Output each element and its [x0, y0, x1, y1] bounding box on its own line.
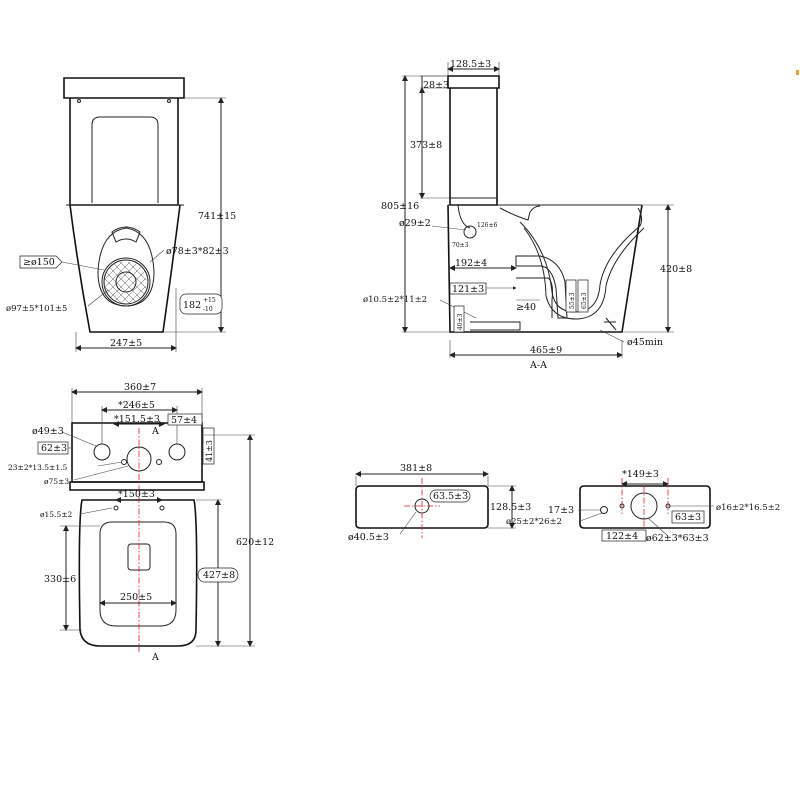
lid-offset-label: 63.5±3 [433, 491, 468, 502]
lid-depth-label: 128.5±3 [490, 502, 531, 513]
section-tank-height-label: 373±8 [410, 140, 442, 151]
tank-top-outline [579, 485, 711, 529]
lid-view: 381±8 63.5±3 128.5±3 ø40.5±3 [348, 463, 531, 543]
front-clearance-label: ≥ø150 [23, 257, 55, 268]
top-length-620: 620±12 [236, 537, 274, 548]
section-bowl-wall [523, 227, 645, 320]
front-height-label: 741±15 [198, 211, 236, 222]
section-bolt-hole-label: ø10.5±2*11±2 [363, 295, 427, 305]
section-length-label: 465±9 [530, 345, 562, 356]
front-outlet-height-main: 182 [183, 300, 201, 311]
front-outlet-hatch [104, 261, 147, 304]
top-tank-base [69, 481, 205, 491]
edge-mark [796, 70, 799, 75]
front-tank-screw-right [167, 99, 171, 103]
tank-top-hole-62: ø62±3*63±3 [646, 533, 709, 544]
section-outlet-min-label: ø45min [627, 337, 663, 348]
tank-top-dim-17: 17±3 [548, 505, 574, 516]
front-outlet-inner [103, 259, 149, 305]
top-hole-15: ø15.5±2 [40, 510, 72, 519]
front-tank-body [69, 98, 179, 206]
top-cut-label-top: A [151, 426, 159, 437]
tank-top-hole-16: ø16±2*16.5±2 [716, 503, 780, 513]
top-hole-right [168, 443, 186, 461]
lid-hole-dia: ø40.5±3 [348, 532, 389, 543]
section-outlet-horn [470, 321, 521, 331]
section-outlet-h2-label: 65±3 [581, 292, 588, 309]
section-base-h-label: 40±3 [457, 313, 464, 330]
top-dim-23: 23±2*13.5±1.5 [8, 463, 67, 472]
top-span-150: *150±3 [118, 489, 155, 500]
tank-top-main-hole [630, 492, 658, 520]
section-outlet-h1-label: 55±3 [569, 292, 576, 309]
section-tank-body [449, 88, 498, 206]
front-outlet-height-box [179, 293, 223, 315]
section-bowl-height-label: 420±8 [660, 264, 692, 275]
section-trap-width-box [449, 282, 487, 295]
lid-outline [355, 485, 489, 529]
section-trap-width-label: 121±3 [452, 284, 484, 295]
top-dim-41: 41±3 [205, 440, 214, 462]
section-tank-depth: 128.5±3 [450, 59, 491, 70]
top-hole-49: ø49±3 [32, 426, 64, 437]
top-tank [71, 422, 203, 483]
section-inlet-dia-label: ø29±2 [399, 218, 431, 229]
section-view: 128.5±3 28±3 373±8 805±16 ø29±2 126±6 70… [363, 59, 692, 371]
front-width-label: 247±5 [110, 338, 142, 349]
front-outlet-center-ring [115, 271, 137, 293]
section-trap-offset-label: 192±4 [455, 258, 487, 269]
top-dim-330: 330±6 [44, 574, 76, 585]
top-dim-427: 427±8 [203, 570, 235, 581]
front-tank-screw-left [77, 99, 81, 103]
tank-top-dim-25: ø25±2*26±2 [506, 517, 562, 527]
top-hole-left [93, 443, 111, 461]
front-bowl-opening [97, 227, 155, 307]
top-dim-57: 57±4 [171, 415, 197, 426]
section-inlet-offset-a: 126±6 [477, 222, 497, 229]
top-small-hole-left [121, 459, 127, 465]
front-outlet-outer [101, 257, 151, 307]
top-span-151: *151.5±3 [114, 414, 160, 425]
top-cut-label-bottom: A [151, 652, 159, 663]
front-outlet-tol-top: +15 [203, 297, 216, 304]
top-bowl-outline [78, 499, 198, 647]
top-view: A A 360±7 *246±5 *151.5±3 57±4 ø49±3 62±… [8, 382, 274, 663]
section-trapway [515, 255, 568, 319]
section-title: A-A [529, 360, 547, 371]
section-inlet-offset-b: 70±3 [452, 242, 469, 249]
tank-top-span-149: *149±3 [622, 469, 659, 480]
section-total-height-label: 805±16 [381, 201, 419, 212]
tank-top-dim-122: 122±4 [606, 531, 638, 542]
lid-length-label: 381±8 [400, 463, 432, 474]
front-outlet-tol-bottom: -10 [203, 306, 213, 313]
front-clearance-box [19, 255, 63, 269]
front-jet-slot [111, 226, 141, 243]
front-outlet-dia-label: ø78±3*82±3 [166, 246, 229, 257]
tank-top-dim-63: 63±3 [675, 512, 701, 523]
section-trap-min-label: ≥40 [516, 302, 536, 313]
tank-top-inlet-hole [600, 506, 608, 514]
front-basehole-label: ø97±5*101±5 [6, 304, 67, 314]
section-tank-lid-label: 28±3 [423, 80, 449, 91]
section-rim-channel [499, 205, 541, 221]
top-dim-62: 62±3 [41, 443, 67, 454]
front-tank-lid [63, 77, 185, 99]
top-width-label: 360±7 [124, 382, 156, 393]
top-hole-75: ø75±3 [44, 477, 69, 486]
section-tank-lid [447, 75, 500, 89]
front-tank-panel [91, 116, 159, 203]
top-bowl-inner [99, 521, 177, 627]
front-bowl-body [69, 204, 181, 333]
top-seat-250: 250±5 [120, 592, 152, 603]
front-view: 741±15 ø78±3*82±3 ≥ø150 ø97±5*101±5 182 … [6, 77, 236, 352]
section-inlet-circle [463, 225, 477, 239]
top-span-246: *246±5 [118, 400, 155, 411]
tank-top-view: *149±3 17±3 ø25±2*26±2 ø16±2*16.5±2 63±3… [506, 469, 780, 544]
top-small-hole-right [156, 459, 162, 465]
